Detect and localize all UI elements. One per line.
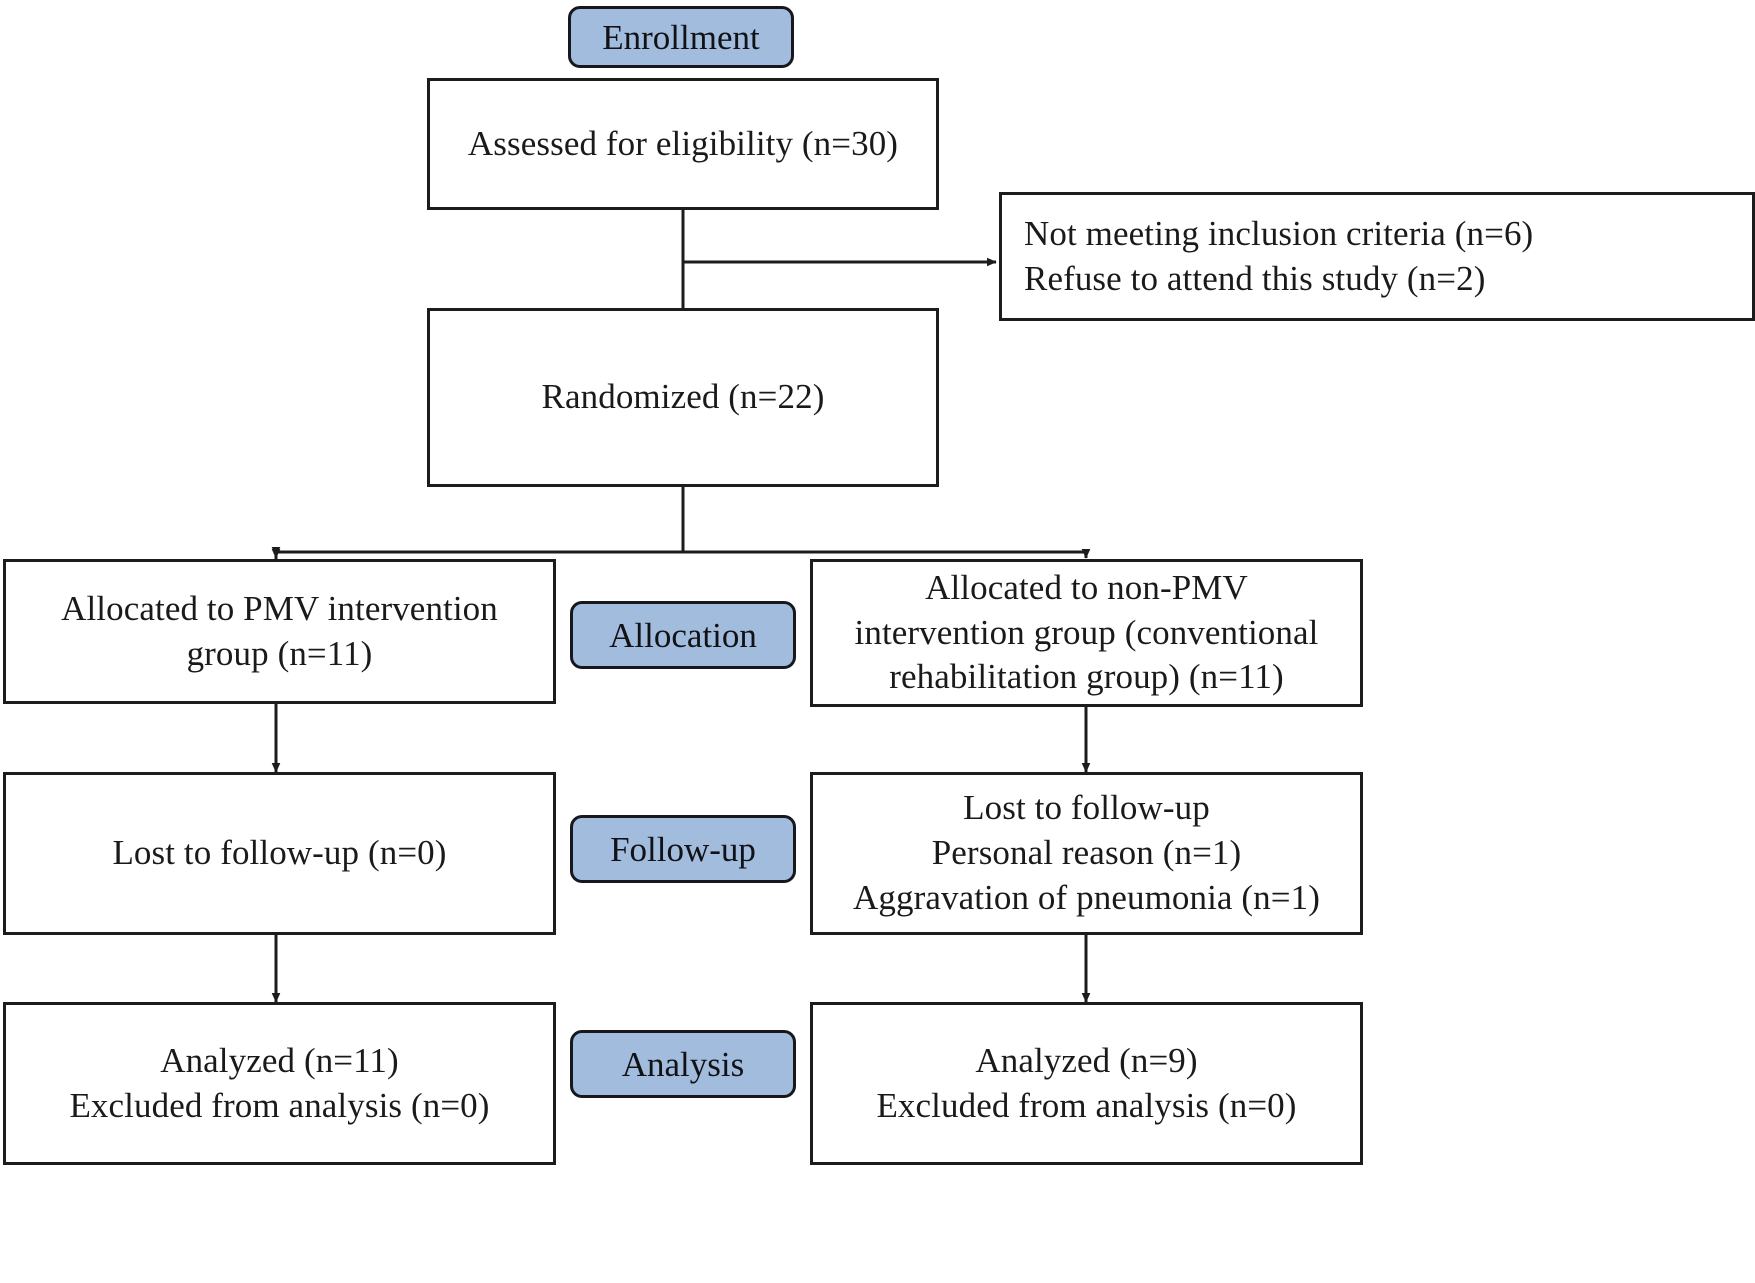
box-excluded-text: Not meeting inclusion criteria (n=6) Ref… bbox=[1002, 212, 1752, 302]
box-followup-right-line-0: Lost to follow-up bbox=[963, 788, 1210, 828]
box-allocation-right-text: Allocated to non-PMV intervention group … bbox=[813, 566, 1360, 700]
box-allocation-right: Allocated to non-PMV intervention group … bbox=[810, 559, 1363, 707]
box-allocation-left-text: Allocated to PMV intervention group (n=1… bbox=[6, 587, 553, 677]
box-analysis-left-text: Analyzed (n=11) Excluded from analysis (… bbox=[6, 1039, 553, 1129]
box-analysis-right-line-0: Analyzed (n=9) bbox=[975, 1040, 1198, 1080]
box-analysis-right: Analyzed (n=9) Excluded from analysis (n… bbox=[810, 1002, 1363, 1165]
box-allocation-right-line-1: intervention group (conventional bbox=[854, 612, 1319, 652]
stage-badge-enrollment: Enrollment bbox=[568, 6, 794, 68]
box-followup-left: Lost to follow-up (n=0) bbox=[3, 772, 556, 935]
box-analysis-left: Analyzed (n=11) Excluded from analysis (… bbox=[3, 1002, 556, 1165]
box-randomized-line-0: Randomized (n=22) bbox=[541, 377, 825, 417]
box-allocation-left: Allocated to PMV intervention group (n=1… bbox=[3, 559, 556, 704]
box-followup-left-text: Lost to follow-up (n=0) bbox=[6, 831, 553, 876]
box-assessed-text: Assessed for eligibility (n=30) bbox=[430, 122, 936, 167]
box-randomized-text: Randomized (n=22) bbox=[430, 375, 936, 420]
box-allocation-right-line-2: rehabilitation group) (n=11) bbox=[889, 657, 1284, 697]
box-excluded-line-0: Not meeting inclusion criteria (n=6) bbox=[1024, 213, 1534, 253]
box-analysis-right-line-1: Excluded from analysis (n=0) bbox=[876, 1085, 1297, 1125]
box-followup-left-line-0: Lost to follow-up (n=0) bbox=[112, 833, 447, 873]
box-excluded: Not meeting inclusion criteria (n=6) Ref… bbox=[999, 192, 1755, 321]
box-excluded-line-1: Refuse to attend this study (n=2) bbox=[1024, 258, 1486, 298]
box-analysis-left-line-1: Excluded from analysis (n=0) bbox=[69, 1085, 490, 1125]
box-allocation-left-line-0: Allocated to PMV intervention bbox=[61, 588, 498, 628]
stage-badge-allocation: Allocation bbox=[570, 601, 796, 669]
box-assessed-line-0: Assessed for eligibility (n=30) bbox=[467, 123, 899, 163]
box-allocation-right-line-0: Allocated to non-PMV bbox=[925, 567, 1248, 607]
box-analysis-right-text: Analyzed (n=9) Excluded from analysis (n… bbox=[813, 1039, 1360, 1129]
box-allocation-left-line-1: group (n=11) bbox=[186, 633, 373, 673]
box-followup-right-line-2: Aggravation of pneumonia (n=1) bbox=[853, 877, 1320, 917]
box-analysis-left-line-0: Analyzed (n=11) bbox=[160, 1040, 399, 1080]
stage-badge-analysis: Analysis bbox=[570, 1030, 796, 1098]
stage-label-analysis: Analysis bbox=[621, 1044, 745, 1084]
stage-badge-followup: Follow-up bbox=[570, 815, 796, 883]
box-assessed-for-eligibility: Assessed for eligibility (n=30) bbox=[427, 78, 939, 210]
box-randomized: Randomized (n=22) bbox=[427, 308, 939, 487]
box-followup-right-text: Lost to follow-up Personal reason (n=1) … bbox=[813, 786, 1360, 920]
box-followup-right: Lost to follow-up Personal reason (n=1) … bbox=[810, 772, 1363, 935]
stage-label-enrollment: Enrollment bbox=[602, 17, 760, 57]
box-followup-right-line-1: Personal reason (n=1) bbox=[931, 833, 1242, 873]
stage-label-allocation: Allocation bbox=[609, 615, 757, 655]
stage-label-followup: Follow-up bbox=[610, 829, 756, 869]
